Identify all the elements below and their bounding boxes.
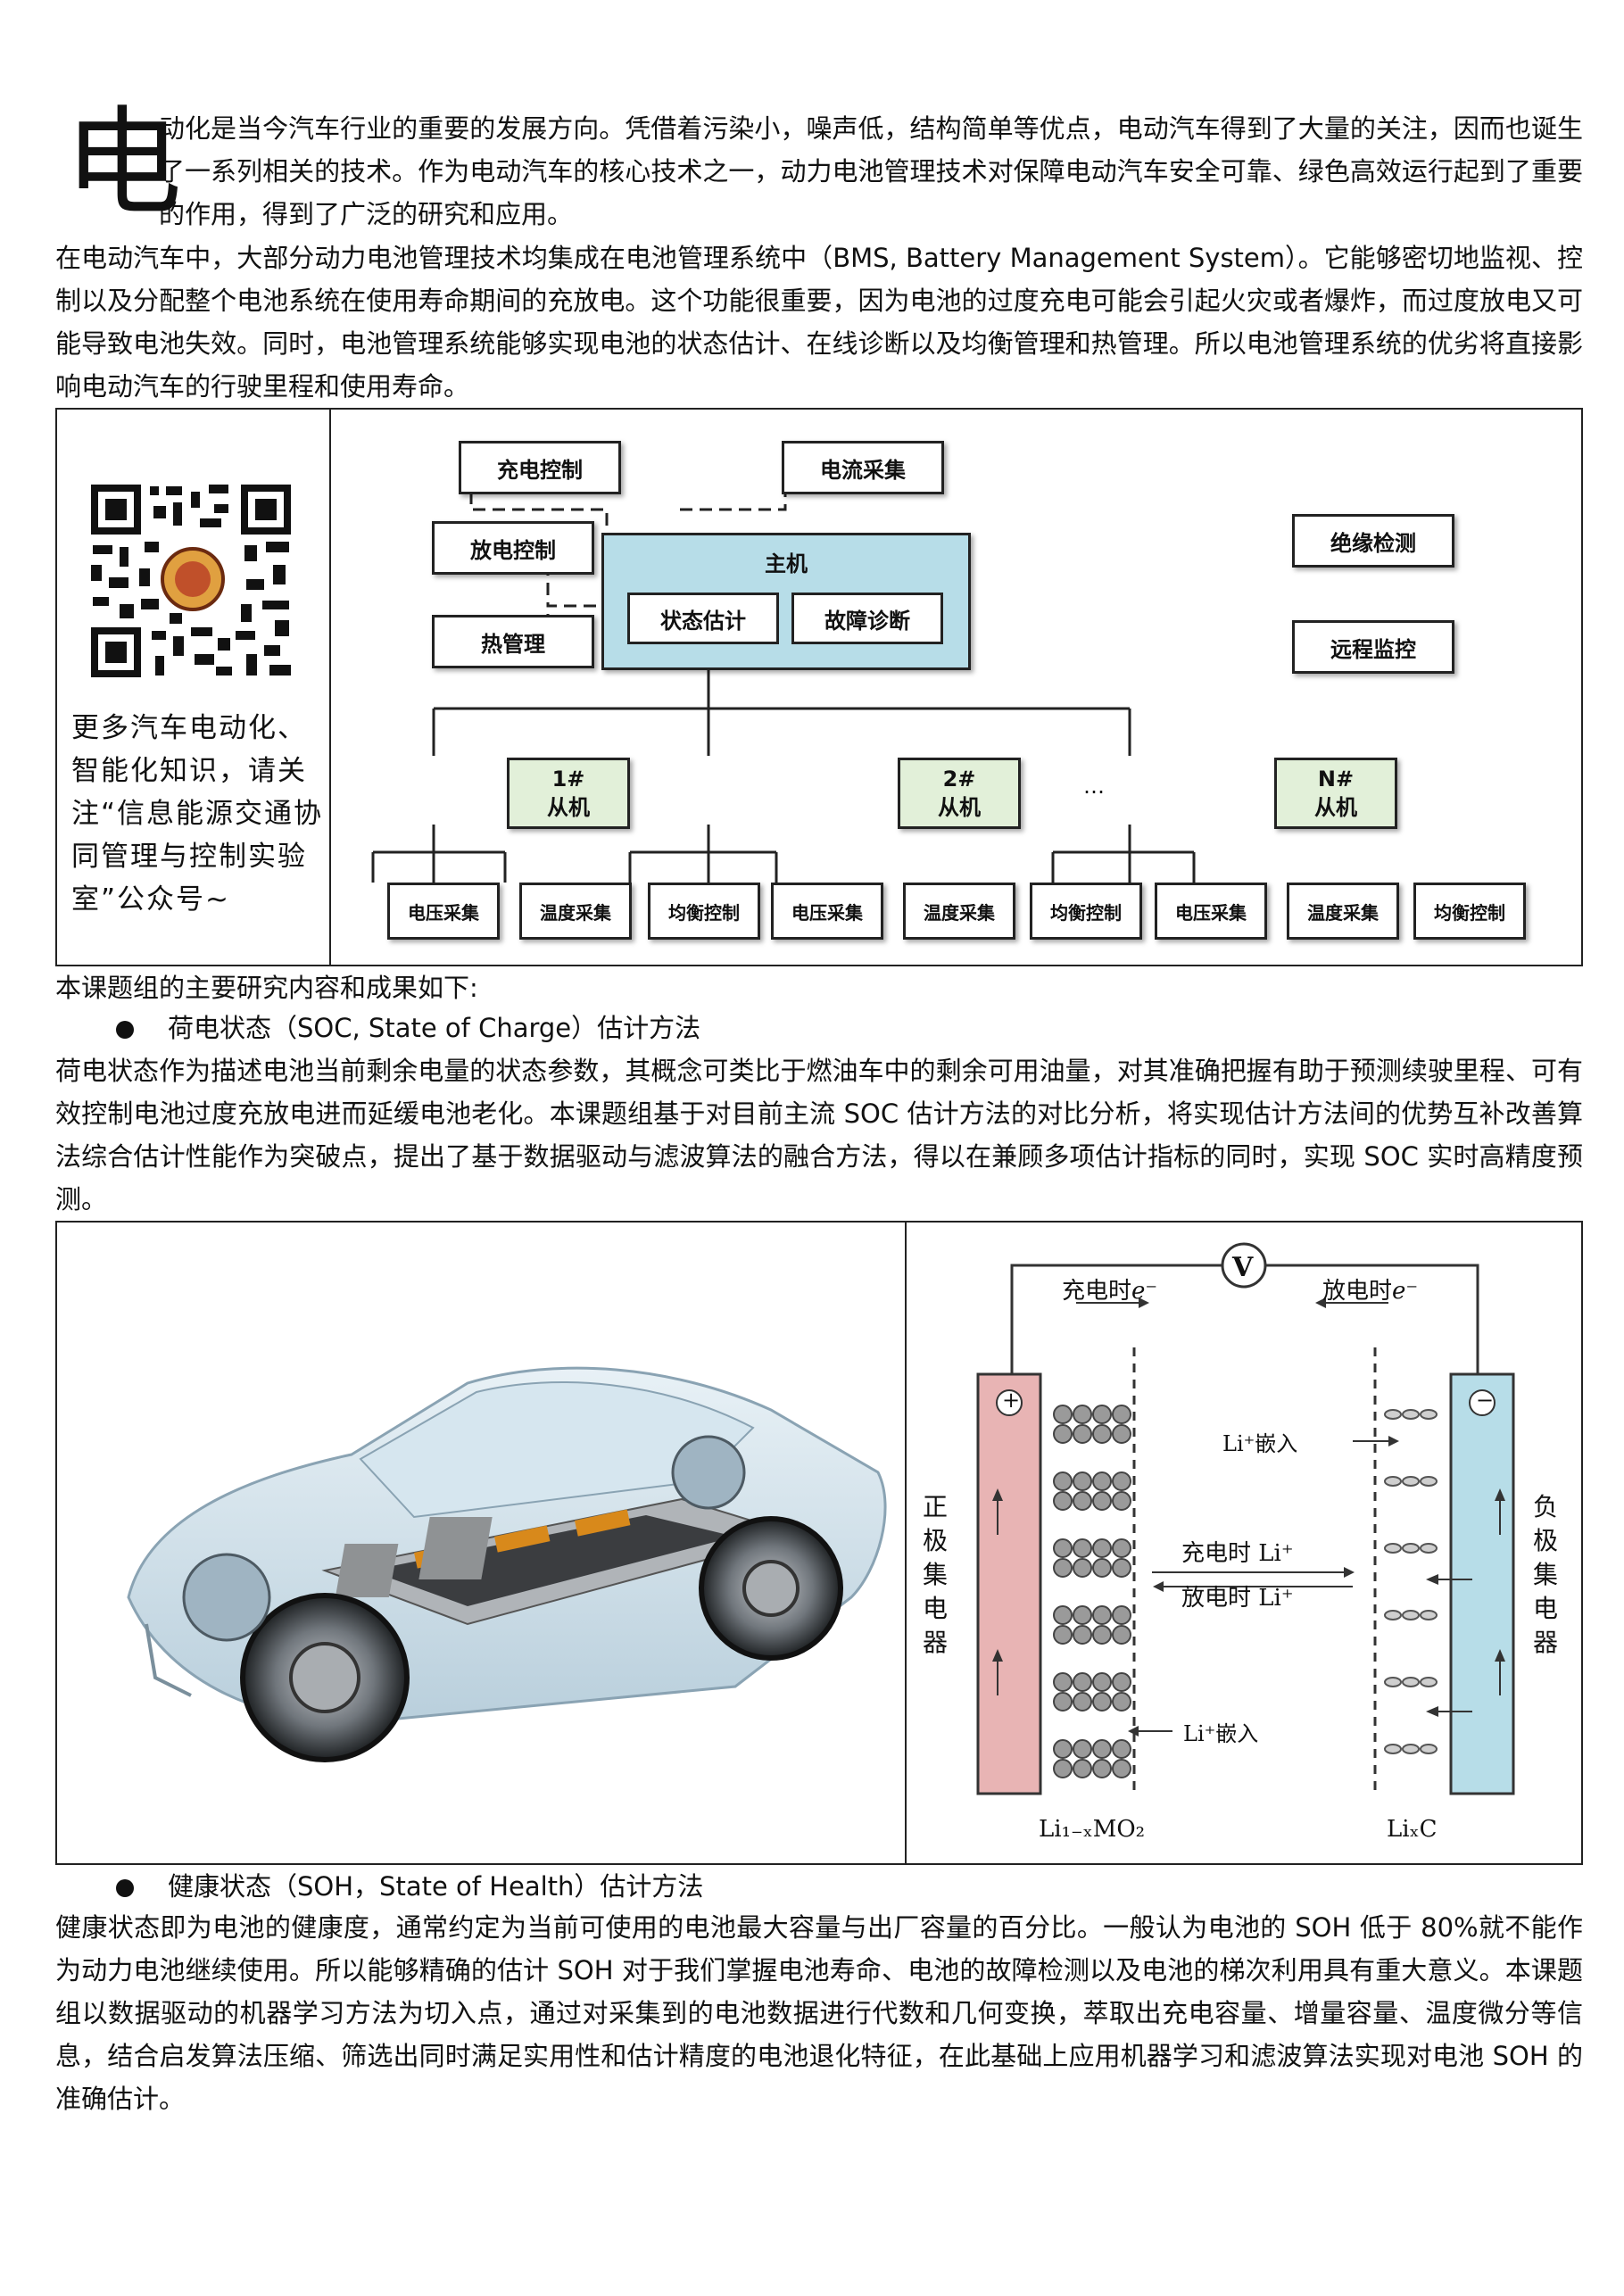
plus-sign: + xyxy=(1002,1388,1021,1413)
discharge-electron-symbol: e⁻ xyxy=(1392,1278,1419,1305)
positive-collector-label: 正极集电器 xyxy=(923,1492,949,1657)
slave-2-box: 2# 从机 xyxy=(898,758,1021,829)
voltmeter-label: V xyxy=(1232,1252,1254,1283)
slave-2-label: 从机 xyxy=(938,795,981,820)
minus-sign: − xyxy=(1476,1388,1495,1413)
cathode-label: Li₁₋ₓMO₂ xyxy=(1039,1816,1146,1843)
electric-car-illustration xyxy=(127,1366,887,1762)
figure-divider xyxy=(329,410,331,965)
intro-paragraph-1: 动化是当今汽车行业的重要的发展方向。凭借着污染小，噪声低，结构简单等优点，电动汽… xyxy=(159,113,1583,229)
slave-2-number: 2# xyxy=(942,767,976,792)
li-insert-top: Li⁺嵌入 xyxy=(1222,1431,1298,1456)
charge-electron-symbol: e⁻ xyxy=(1131,1278,1158,1305)
fault-diagnosis-box: 故障诊断 xyxy=(791,593,943,644)
qr-code-icon xyxy=(84,479,298,683)
slave-1-voltage-box: 电压采集 xyxy=(387,883,500,940)
research-intro: 本课题组的主要研究内容和成果如下: xyxy=(55,973,478,1003)
qr-caption: 更多汽车电动化、智能化知识，请关注“信息能源交通协同管理与控制实验室”公众号~ xyxy=(71,712,324,916)
slave-n-label: 从机 xyxy=(1314,795,1357,820)
slave-n-voltage-box: 电压采集 xyxy=(1155,883,1267,940)
slave-n-number: N# xyxy=(1317,767,1355,792)
bullet-icon xyxy=(116,1879,134,1897)
current-sampling-box: 电流采集 xyxy=(782,441,944,494)
soc-body: 荷电状态作为描述电池当前剩余电量的状态参数，其概念可类比于燃油车中的剩余可用油量… xyxy=(55,1056,1583,1214)
thermal-management-box: 热管理 xyxy=(432,615,594,668)
lithium-battery-schematic xyxy=(976,1242,1515,1795)
slave-2-temperature-box: 温度采集 xyxy=(903,883,1015,940)
soh-heading: 健康状态（SOH，State of Health）估计方法 xyxy=(116,1867,703,1906)
remote-monitoring-box: 远程监控 xyxy=(1292,620,1454,674)
battery-figure: V 充电时e⁻ 放电时e⁻ + − Li⁺嵌入 充电时 Li⁺ 放电时 Li⁺ … xyxy=(55,1221,1583,1865)
slave-1-box: 1# 从机 xyxy=(507,758,630,829)
slave-2-voltage-box: 电压采集 xyxy=(771,883,883,940)
host-title: 主机 xyxy=(765,551,808,576)
slave-n-temperature-box: 温度采集 xyxy=(1287,883,1399,940)
slave-ellipsis: … xyxy=(1083,774,1105,799)
soh-body: 健康状态即为电池的健康度，通常约定为当前可使用的电池最大容量与出厂容量的百分比。… xyxy=(55,1912,1583,2114)
slave-1-balance-box: 均衡控制 xyxy=(648,883,760,940)
figure-divider-2 xyxy=(905,1223,907,1863)
soc-heading-text: 荷电状态（SOC, State of Charge）估计方法 xyxy=(168,1013,701,1043)
drop-cap: 电 xyxy=(64,95,182,232)
charge-electron-text: 充电时 xyxy=(1062,1278,1132,1305)
state-estimation-box: 状态估计 xyxy=(627,593,779,644)
soc-heading: 荷电状态（SOC, State of Charge）估计方法 xyxy=(116,1008,700,1048)
host-box: 主机 状态估计 故障诊断 xyxy=(601,533,971,670)
slave-n-box: N# 从机 xyxy=(1274,758,1397,829)
charge-li-label: 充电时 Li⁺ xyxy=(1181,1540,1294,1567)
discharge-li-label: 放电时 Li⁺ xyxy=(1181,1585,1294,1612)
slave-2-balance-box: 均衡控制 xyxy=(1030,883,1142,940)
insulation-detection-box: 绝缘检测 xyxy=(1292,514,1454,568)
bms-figure: 更多汽车电动化、智能化知识，请关注“信息能源交通协同管理与控制实验室”公众号~ … xyxy=(55,408,1583,966)
charge-electron-label: 充电时e⁻ xyxy=(1062,1272,1157,1305)
soh-heading-text: 健康状态（SOH，State of Health）估计方法 xyxy=(168,1871,704,1902)
bullet-icon xyxy=(116,1021,134,1039)
discharge-control-box: 放电控制 xyxy=(432,521,594,575)
slave-1-label: 从机 xyxy=(547,795,590,820)
slave-n-balance-box: 均衡控制 xyxy=(1413,883,1526,940)
li-insert-bottom: Li⁺嵌入 xyxy=(1183,1721,1259,1746)
discharge-electron-label: 放电时e⁻ xyxy=(1322,1272,1418,1305)
intro-paragraph-2: 在电动汽车中，大部分动力电池管理技术均集成在电池管理系统中（BMS, Batte… xyxy=(55,243,1583,402)
slave-1-temperature-box: 温度采集 xyxy=(519,883,632,940)
slave-1-number: 1# xyxy=(551,767,585,792)
anode-label: LiₓC xyxy=(1387,1816,1438,1843)
negative-collector-label: 负极集电器 xyxy=(1533,1492,1559,1657)
charge-control-box: 充电控制 xyxy=(459,441,621,494)
discharge-electron-text: 放电时 xyxy=(1322,1278,1393,1305)
